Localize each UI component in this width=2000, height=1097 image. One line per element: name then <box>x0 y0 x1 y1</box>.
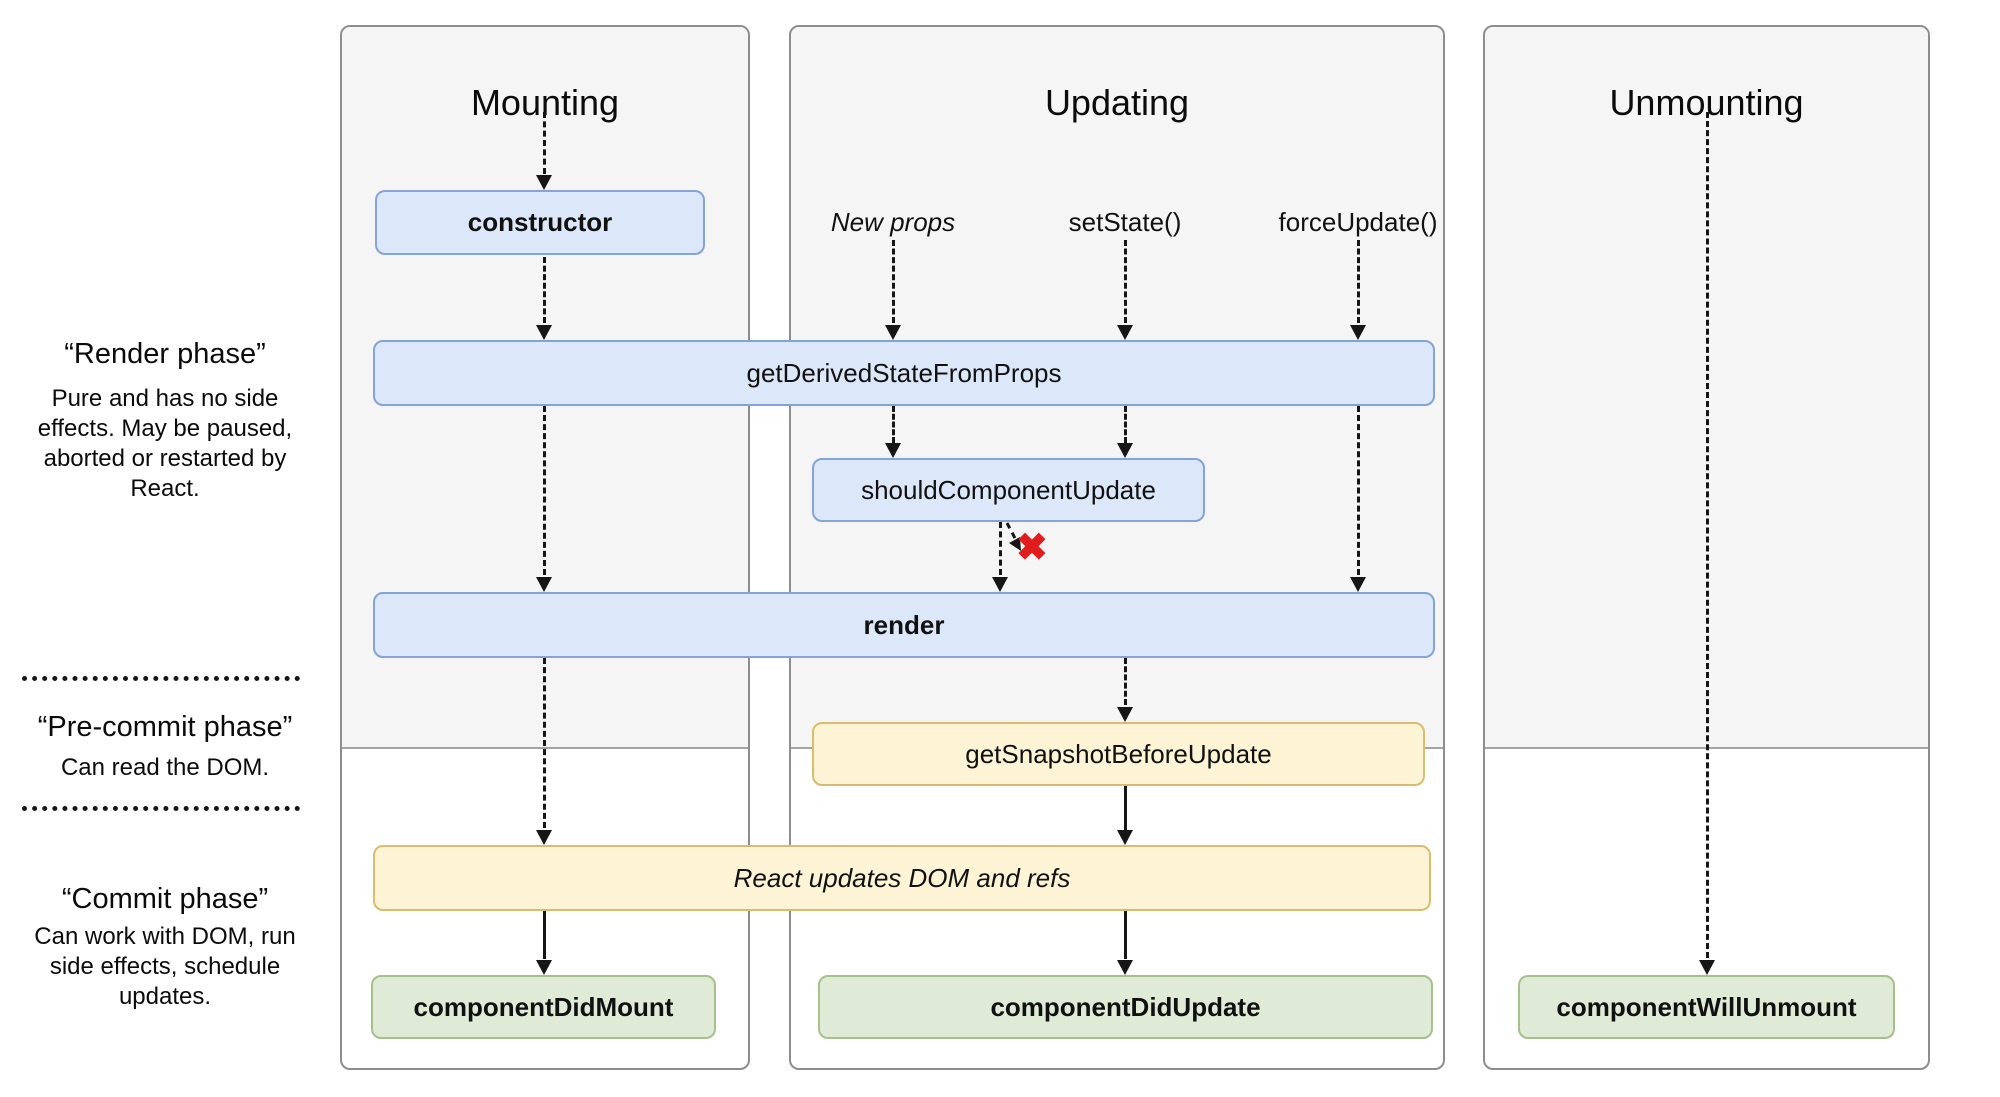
arrow-getsnapshot-to-reactupdates <box>1123 786 1127 830</box>
box-getsnapshotbeforeupdate[interactable]: getSnapshotBeforeUpdate <box>812 722 1425 786</box>
box-componentdidupdate[interactable]: componentDidUpdate <box>818 975 1433 1039</box>
arrow-getderived-to-shouldupdate-left <box>891 406 895 443</box>
trigger-set-state: setState() <box>1068 207 1182 237</box>
arrowhead <box>1350 325 1366 340</box>
arrowhead <box>1117 325 1133 340</box>
arrow-newprops-to-getderived <box>891 240 895 323</box>
arrowhead <box>536 960 552 975</box>
update-blocked-x-icon: ✖ <box>1016 527 1048 569</box>
arrowhead <box>992 577 1008 592</box>
arrow-render-to-reactupdates-mounting <box>542 658 546 828</box>
arrow-unmounting-to-willunmount <box>1705 112 1709 958</box>
box-componentdidmount[interactable]: componentDidMount <box>371 975 716 1039</box>
arrow-forceupdate-to-getderived <box>1356 240 1360 323</box>
arrow-shouldupdate-to-render <box>998 522 1002 575</box>
arrowhead <box>1699 960 1715 975</box>
arrowhead <box>536 175 552 190</box>
trigger-force-update: forceUpdate() <box>1278 207 1438 237</box>
arrowhead <box>885 443 901 458</box>
phase-divider-bottom <box>22 806 300 811</box>
render-phase-description: Pure and has no side effects. May be pau… <box>37 385 293 502</box>
box-constructor[interactable]: constructor <box>375 190 705 255</box>
arrow-getderived-to-render-mounting <box>542 406 546 575</box>
arrow-reactupdates-to-didupdate <box>1123 911 1127 959</box>
arrowhead <box>1117 960 1133 975</box>
arrowhead <box>536 325 552 340</box>
arrow-constructor-to-getderived <box>542 257 546 323</box>
arrow-render-to-getsnapshot <box>1123 658 1127 705</box>
arrow-forceupdate-to-render <box>1356 406 1360 575</box>
arrowhead <box>1117 830 1133 845</box>
render-phase-title: “Render phase” <box>64 338 266 370</box>
arrowhead <box>885 325 901 340</box>
arrow-mounting-to-constructor <box>542 112 546 174</box>
trigger-new-props: New props <box>830 207 956 237</box>
commit-phase-title: “Commit phase” <box>61 883 269 915</box>
arrowhead <box>1117 707 1133 722</box>
panel-updating: Updating <box>789 25 1445 1070</box>
box-react-updates-dom-and-refs: React updates DOM and refs <box>373 845 1431 911</box>
commit-phase-description: Can work with DOM, run side effects, sch… <box>34 923 296 1010</box>
pre-commit-phase-description: Can read the DOM. <box>60 754 270 781</box>
box-render[interactable]: render <box>373 592 1435 658</box>
box-getderivedstatefromprops[interactable]: getDerivedStateFromProps <box>373 340 1435 406</box>
arrow-getderived-to-shouldupdate-right <box>1123 406 1127 443</box>
arrow-reactupdates-to-didmount <box>542 911 546 959</box>
box-componentwillunmount[interactable]: componentWillUnmount <box>1518 975 1895 1039</box>
arrow-setstate-to-getderived <box>1123 240 1127 323</box>
arrowhead <box>1117 443 1133 458</box>
arrowhead <box>536 830 552 845</box>
phase-divider-top <box>22 676 300 681</box>
arrowhead <box>1350 577 1366 592</box>
arrow-shouldupdate-blocked-branch <box>1005 522 1021 551</box>
pre-commit-phase-title: “Pre-commit phase” <box>37 711 293 743</box>
arrowhead <box>536 577 552 592</box>
column-title-updating: Updating <box>1044 82 1190 123</box>
box-shouldcomponentupdate[interactable]: shouldComponentUpdate <box>812 458 1205 522</box>
